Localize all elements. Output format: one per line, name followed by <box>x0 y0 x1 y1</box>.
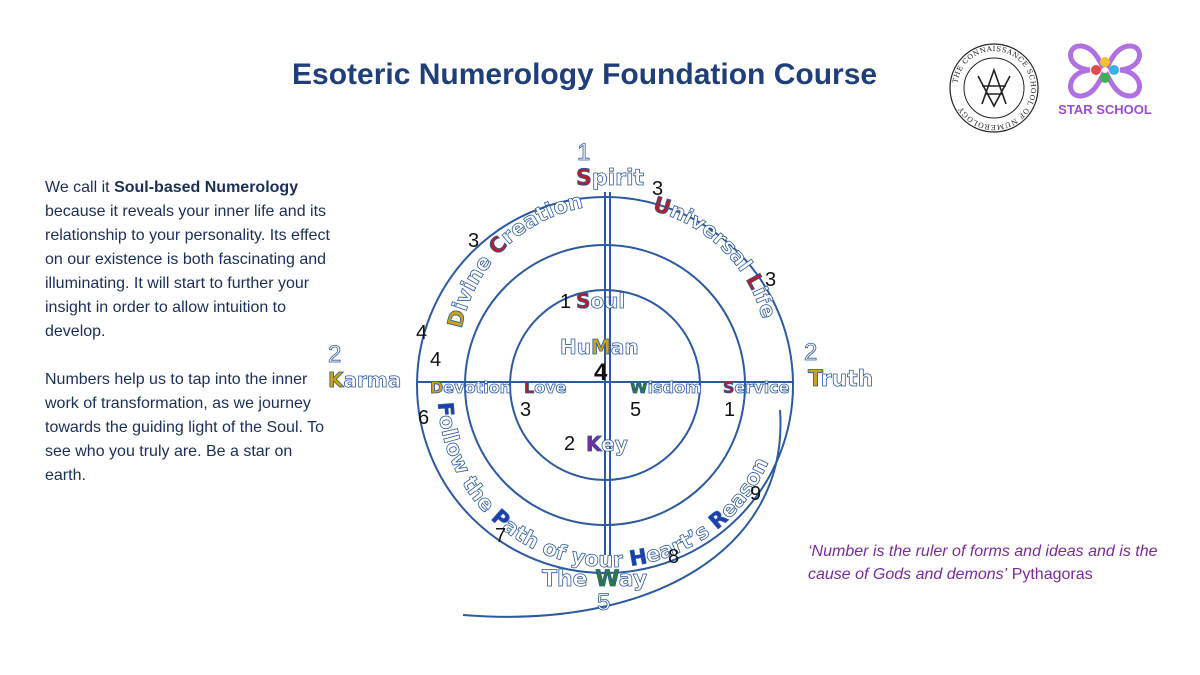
wisdom-label: Wisdom <box>630 378 702 397</box>
star-school-icon <box>1068 43 1142 99</box>
spirit-label: Spirit <box>576 166 645 191</box>
the-way-number: 5 <box>597 589 610 616</box>
heart-number: 8 <box>668 546 679 568</box>
universal-number-2: 3 <box>765 269 776 291</box>
connaissance-seal-logo: THE CONNAISSANCE SCHOOL OF NUMEROLOGY <box>949 43 1039 133</box>
devotion-number: 4 <box>430 349 441 371</box>
numerology-wheel-diagram: Spirit Karma Truth The Way Soul HuMan Ke… <box>328 139 874 618</box>
universal-life-arc-text: Universal Life <box>651 192 781 321</box>
truth-label: Truth <box>808 367 873 392</box>
path-number: 7 <box>495 525 506 547</box>
love-number: 3 <box>520 399 531 421</box>
soul-number: 1 <box>560 291 571 313</box>
spiral-path <box>462 409 782 618</box>
page-title: Esoteric Numerology Foundation Course <box>292 58 878 91</box>
devotion-label: Devotion <box>430 378 511 397</box>
human-label: HuMan <box>560 335 639 359</box>
service-number: 1 <box>724 399 735 421</box>
human-number: 4 <box>594 359 608 386</box>
love-label: Love <box>524 378 567 397</box>
karma-number: 2 <box>328 341 341 368</box>
key-label: Key <box>586 432 628 456</box>
star-school-label: STAR SCHOOL <box>1058 102 1152 117</box>
intro-paragraph-1: We call it Soul-based Numerology because… <box>45 179 330 340</box>
creation-number: 3 <box>468 230 479 252</box>
truth-number: 2 <box>804 339 817 366</box>
intro-text: We call it Soul-based Numerology because… <box>45 176 335 512</box>
star-school-logo: STAR SCHOOL <box>1050 40 1160 130</box>
karma-label: Karma <box>328 368 401 392</box>
follow-number: 6 <box>418 407 429 429</box>
reason-number: 9 <box>750 483 761 505</box>
the-way-label: The Way <box>542 567 647 592</box>
divine-number: 4 <box>416 322 427 344</box>
soul-label: Soul <box>576 289 625 313</box>
intro-paragraph-2: Numbers help us to tap into the inner wo… <box>45 371 324 484</box>
key-number: 2 <box>564 433 575 455</box>
universal-number-1: 3 <box>652 178 663 200</box>
spirit-number: 1 <box>577 139 590 166</box>
pythagoras-quote: ‘Number is the ruler of forms and ideas … <box>808 543 1158 583</box>
service-label: Service <box>723 378 790 397</box>
wisdom-number: 5 <box>630 399 641 421</box>
